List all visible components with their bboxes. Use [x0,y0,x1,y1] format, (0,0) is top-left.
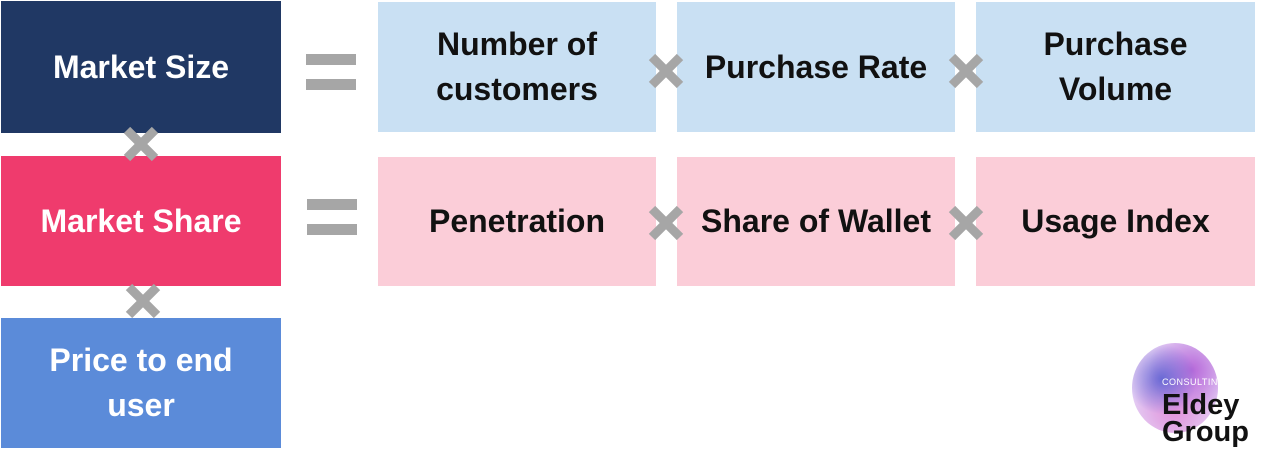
factor-number-of-customers: Number of customers [378,2,656,132]
price-to-end-user-box: Price to end user [1,318,281,448]
factor-label: Number of customers [436,26,598,107]
logo-tagline: CONSULTING [1162,377,1226,387]
market-size-label: Market Size [52,48,230,85]
multiply-icon [646,51,686,91]
factor-share-of-wallet: Share of Wallet [677,157,955,286]
factor-label: Usage Index [1021,203,1210,240]
factor-label: Penetration [428,203,606,240]
factor-label: Purchase Volume [1043,26,1188,107]
market-size-box: Market Size [1,1,281,133]
market-share-label: Market Share [40,202,242,239]
factor-penetration: Penetration [378,157,656,286]
market-share-box: Market Share [1,156,281,286]
price-to-end-user-label: Price to end user [49,342,233,423]
multiply-icon [946,51,986,91]
multiply-icon [121,124,161,164]
eldey-group-logo: CONSULTING Eldey Group [1132,343,1268,447]
equals-icon [306,54,356,92]
logo-name-line1: Eldey [1162,389,1240,421]
factor-purchase-volume: Purchase Volume [976,2,1255,132]
logo-watercolor-icon [1132,343,1218,433]
factor-label: Share of Wallet [701,203,931,240]
logo-name-line2: Group [1162,416,1249,448]
equals-icon [307,199,357,237]
factor-purchase-rate: Purchase Rate [677,2,955,132]
factor-usage-index: Usage Index [976,157,1255,286]
multiply-icon [123,281,163,321]
multiply-icon [946,203,986,243]
multiply-icon [646,203,686,243]
factor-label: Purchase Rate [704,48,928,85]
